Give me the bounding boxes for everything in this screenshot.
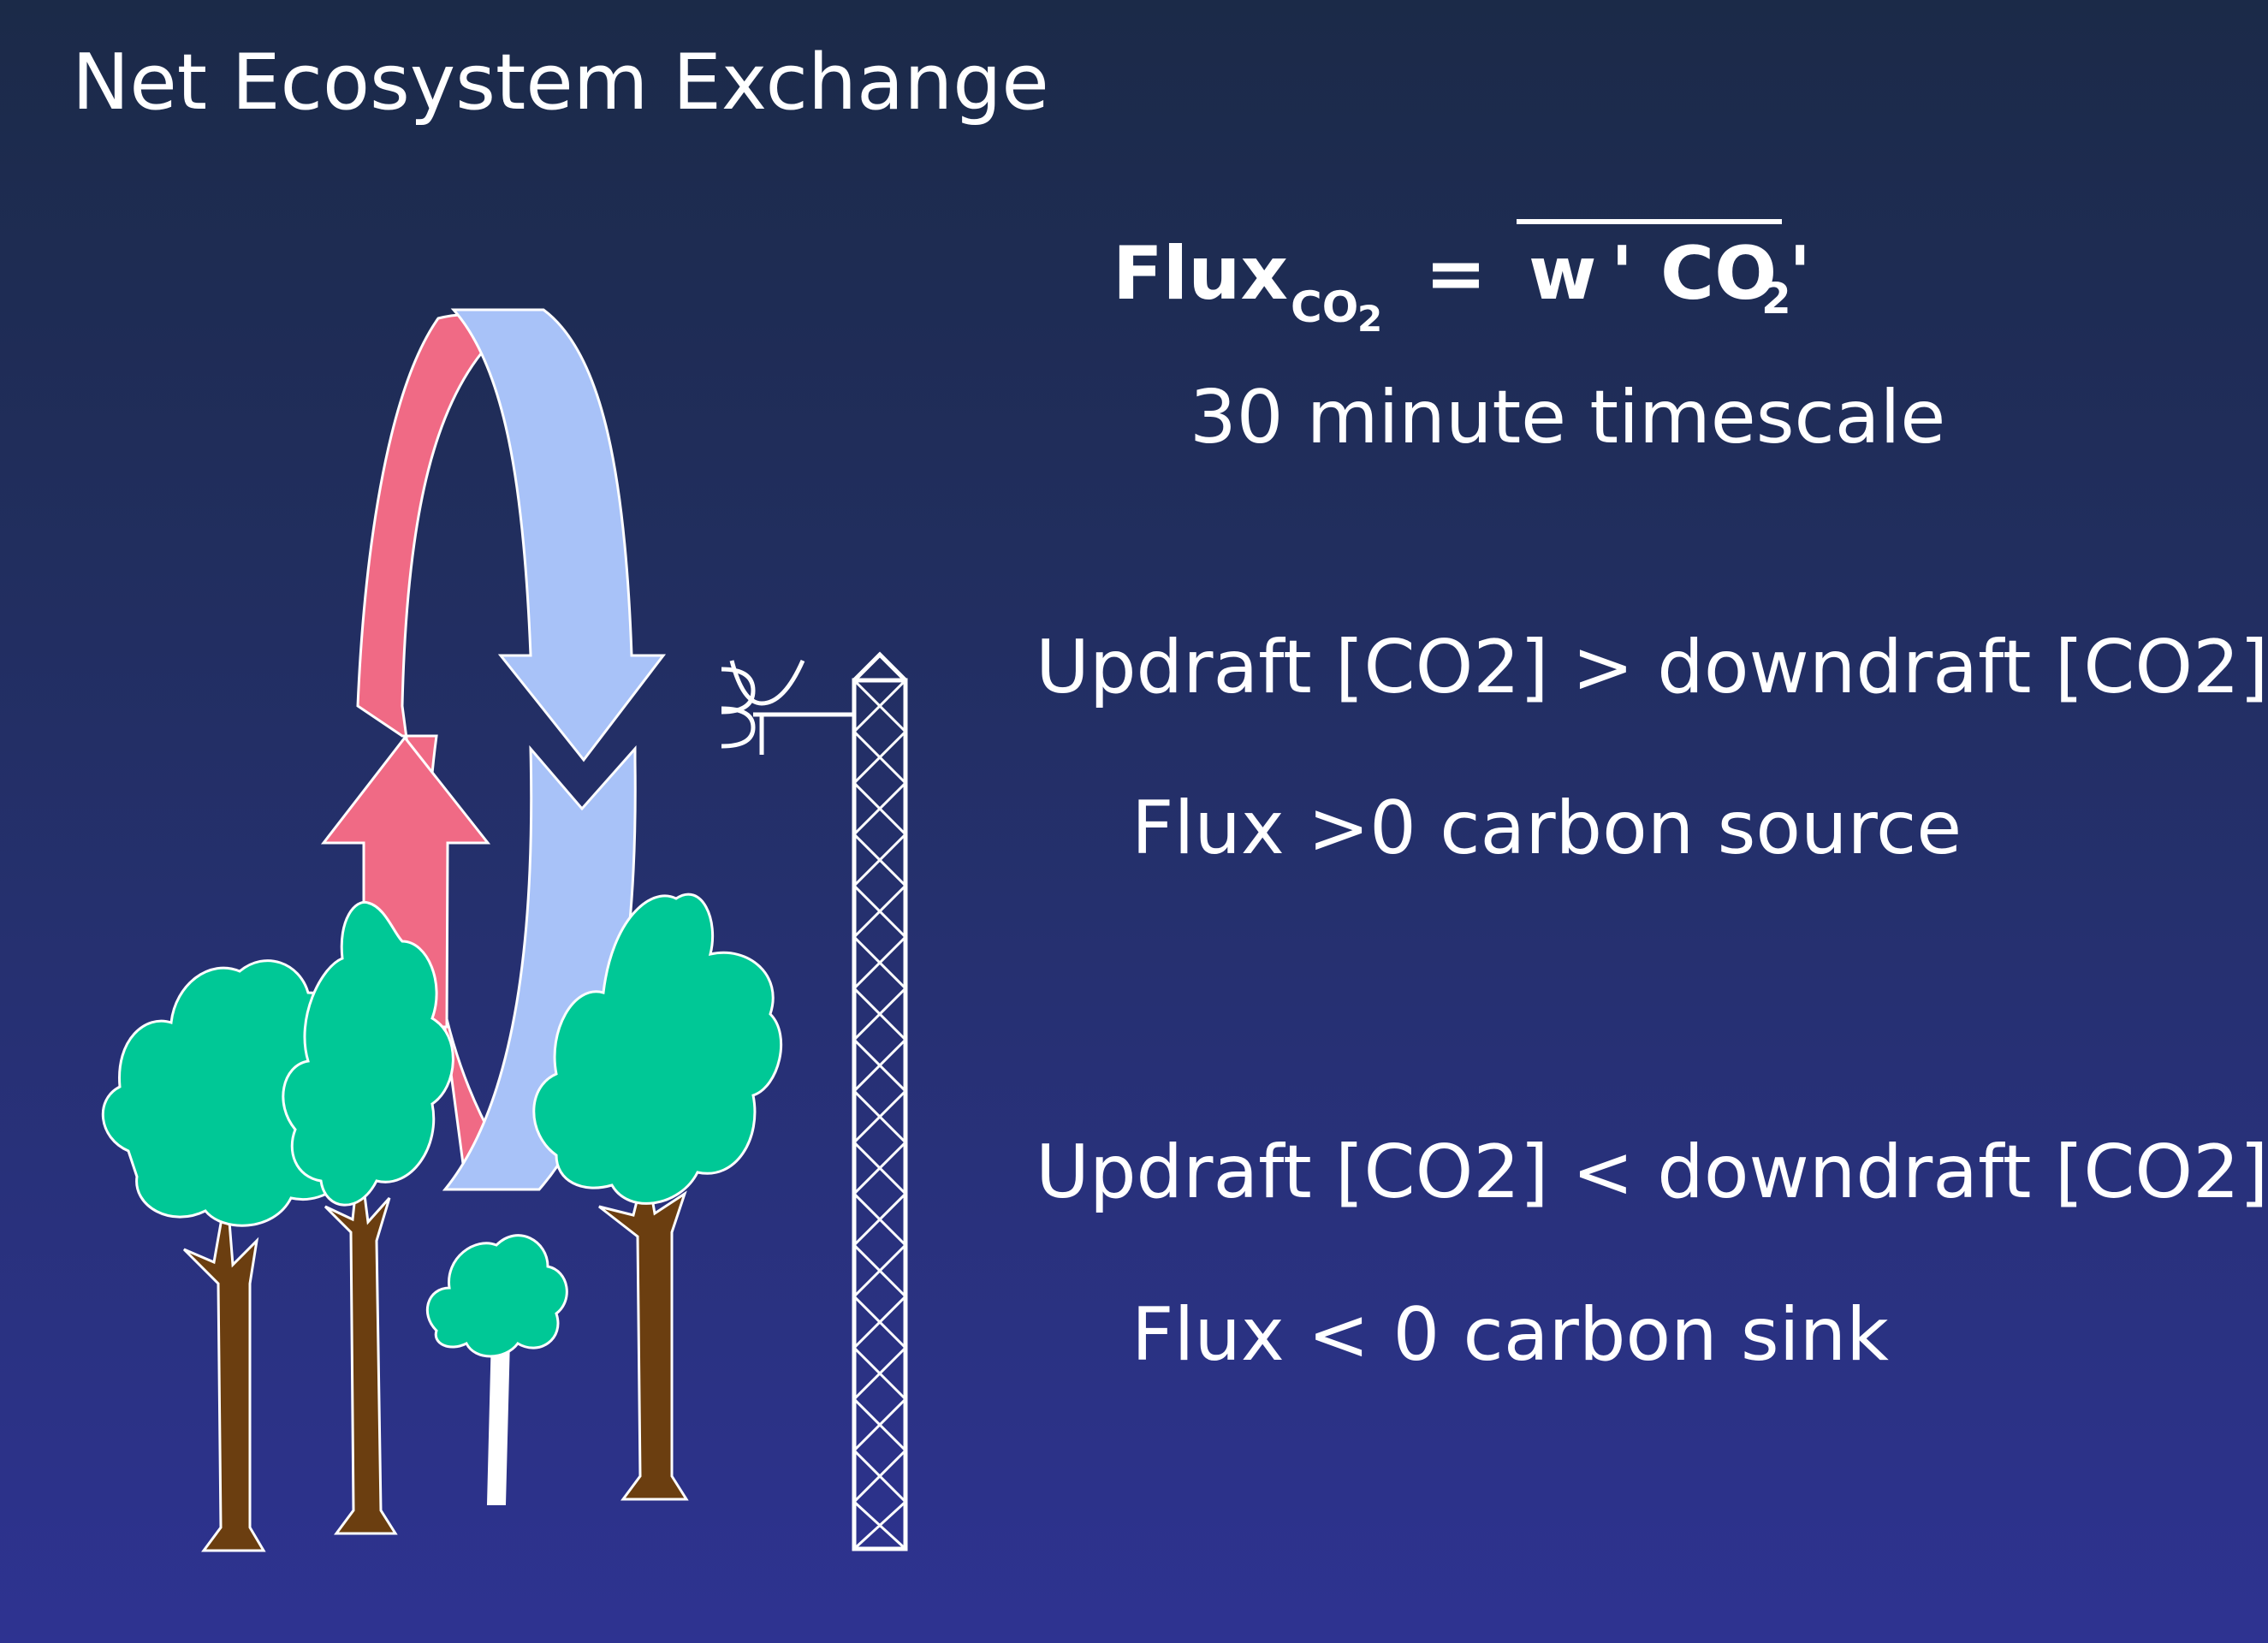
formula-lhs-subscript-index: 2 <box>1357 298 1383 340</box>
formula-w: w <box>1529 231 1597 317</box>
condition-source: Updraft [CO2] > downdraft [CO2] <box>1036 625 2268 710</box>
sonic-anemometer-icon <box>721 659 854 755</box>
tree-icon <box>532 893 783 1501</box>
formula-equals: = <box>1425 231 1487 317</box>
ecosystem-illustration <box>103 310 908 1551</box>
formula-prime-2: ' <box>1789 231 1812 317</box>
formula-lhs: Flux <box>1113 231 1288 317</box>
tree-icon <box>282 900 454 1535</box>
result-source: Flux >0 carbon source <box>1131 786 1962 871</box>
result-sink: Flux < 0 carbon sink <box>1131 1292 1889 1378</box>
formula-co-index: 2 <box>1761 274 1791 323</box>
overbar <box>1517 219 1782 224</box>
condition-sink: Updraft [CO2] < downdraft [CO2] <box>1036 1130 2268 1215</box>
formula-co: CO <box>1660 231 1778 317</box>
flux-tower-icon <box>852 651 908 1551</box>
slide-title: Net Ecosystem Exchange <box>72 38 1049 128</box>
formula-prime-1: ' <box>1611 231 1634 317</box>
flux-formula: Flux CO 2 = w ' CO 2 ' <box>1113 205 1883 342</box>
tree-icon <box>425 1234 568 1505</box>
timescale-label: 30 minute timescale <box>1190 375 1946 460</box>
formula-lhs-subscript: CO <box>1291 282 1359 332</box>
